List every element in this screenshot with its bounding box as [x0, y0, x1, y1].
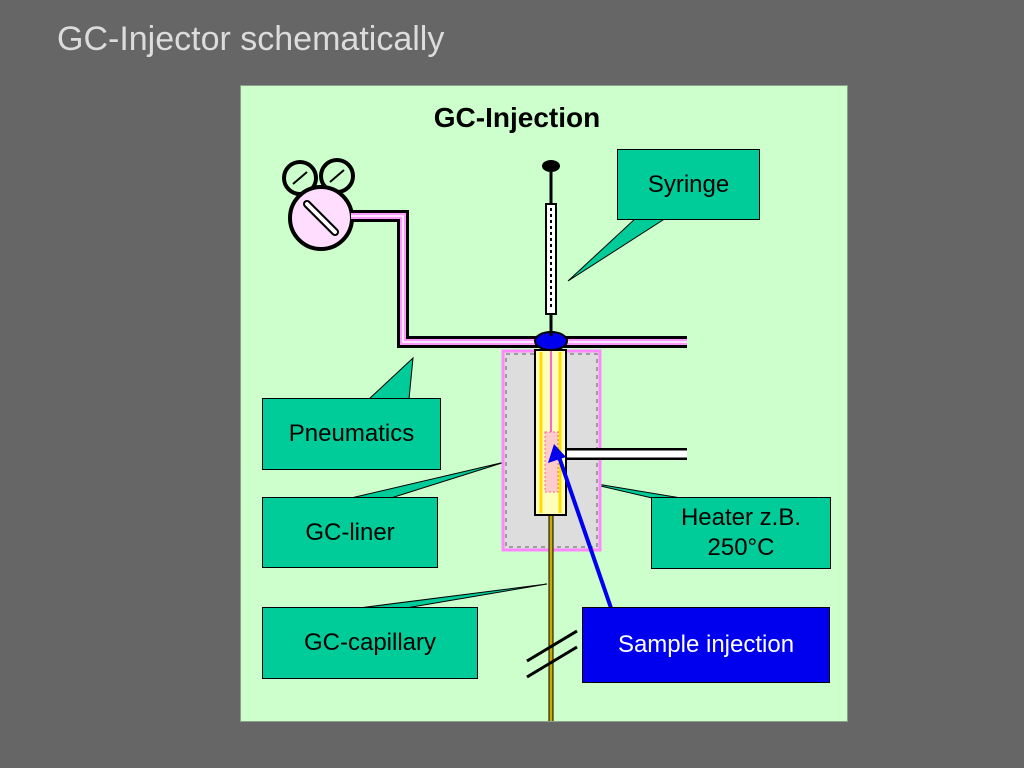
- sample-injection-callout: Sample injection: [582, 607, 830, 683]
- diagram-title: GC-Injection: [433, 102, 601, 133]
- sample-injection-label: Sample injection: [617, 631, 795, 658]
- capillary-callout-pointer: [358, 583, 548, 609]
- syringe-icon: [542, 160, 560, 336]
- capillary-label: GC-capillary: [303, 629, 437, 656]
- pneumatics-callout-pointer: [367, 356, 414, 400]
- pressure-gauge-icon: [282, 158, 355, 251]
- injector-schematic: [282, 158, 687, 721]
- pneumatics-label: Pneumatics: [288, 420, 415, 447]
- sample-plug: [544, 431, 559, 493]
- capillary-callout: GC-capillary: [262, 607, 478, 679]
- pneumatics-callout: Pneumatics: [262, 398, 441, 470]
- slide-title: GC-Injector schematically: [57, 20, 445, 58]
- syringe-callout-pointer: [567, 217, 668, 282]
- capillary-break-mark: [526, 629, 578, 679]
- heater-callout: Heater z.B. 250°C: [651, 497, 831, 569]
- liner-callout: GC-liner: [262, 497, 438, 568]
- liner-label: GC-liner: [305, 518, 395, 546]
- diagram-panel: GC-Injection Syringe Pneumatics GC-liner…: [240, 85, 848, 722]
- sample-injection-arrow: [556, 453, 613, 609]
- syringe-label: Syringe: [647, 170, 730, 198]
- heater-label-line1: Heater z.B.: [680, 504, 802, 531]
- heater-label-line2: 250°C: [707, 534, 775, 561]
- syringe-callout: Syringe: [617, 149, 760, 220]
